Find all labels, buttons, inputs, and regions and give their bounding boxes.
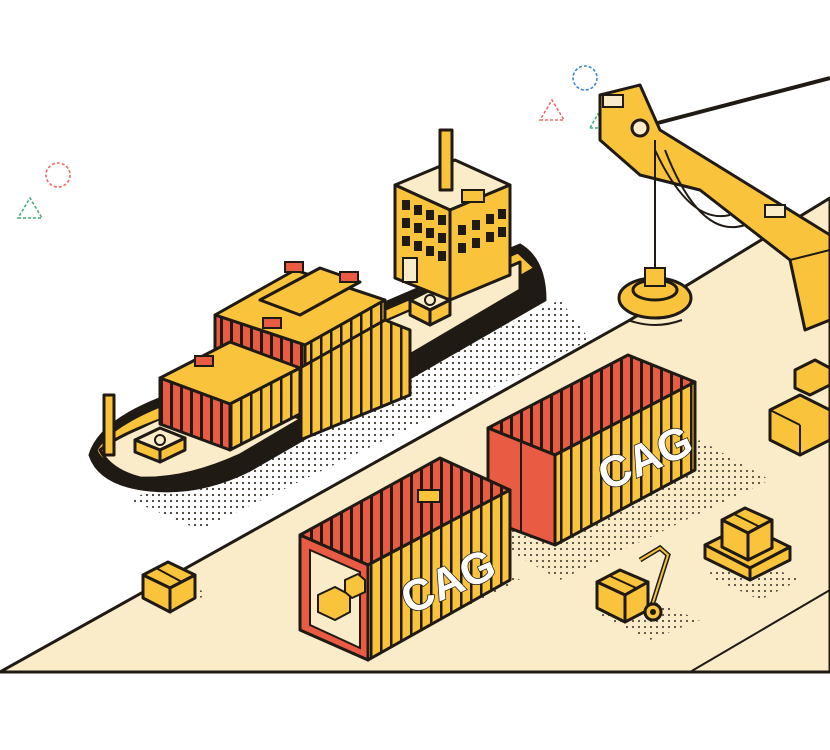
dashed-triangle-icon <box>538 98 566 121</box>
dashed-triangle-icon <box>16 196 44 219</box>
dock-quay <box>0 196 830 674</box>
gantry-crane-icon <box>598 76 830 332</box>
hand-truck-icon <box>595 544 700 640</box>
dashed-circle-icon <box>45 162 71 188</box>
cardboard-box-icon <box>768 358 830 457</box>
shipping-container-icon: CAG <box>486 353 770 580</box>
cardboard-box-icon <box>720 506 774 562</box>
cargo-ship-icon <box>88 128 547 493</box>
dashed-triangle-icon <box>588 112 608 129</box>
decor-shapes <box>16 65 608 219</box>
cardboard-box-icon <box>141 560 210 614</box>
dashed-circle-icon <box>572 65 598 91</box>
pallet-icon <box>703 506 800 600</box>
